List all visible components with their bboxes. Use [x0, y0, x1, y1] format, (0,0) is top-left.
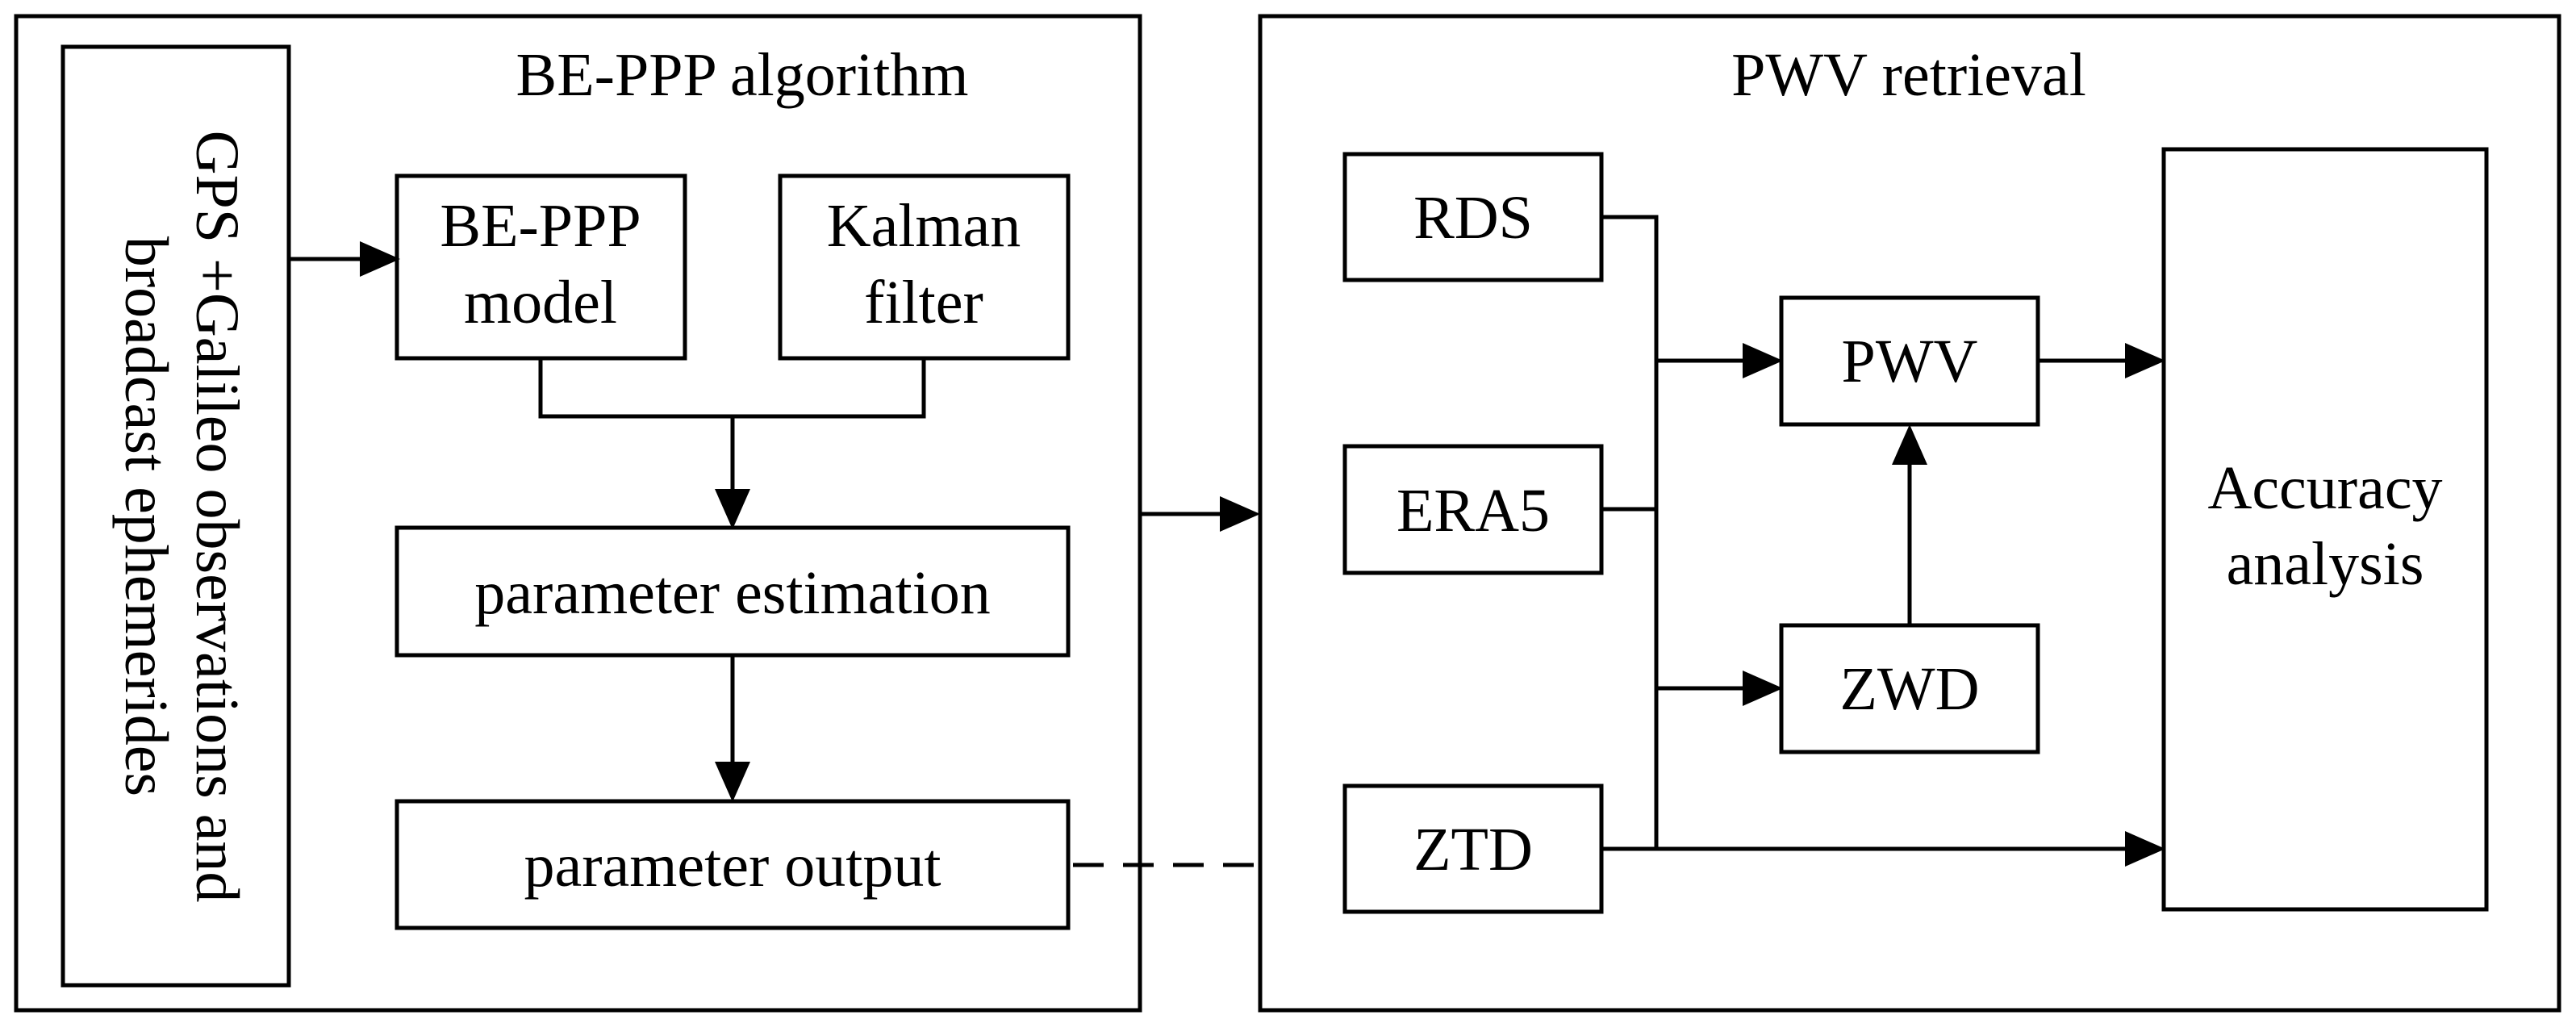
input-label-line2: broadcast ephemerides [112, 236, 180, 796]
panel-title-left: BE-PPP algorithm [516, 41, 969, 109]
era5-box: ERA5 [1342, 444, 1604, 575]
be-ppp-model-box: BE-PPP model [395, 173, 687, 361]
pwv-box: PWV [1779, 295, 2040, 427]
source-bus-line [1601, 215, 1659, 849]
pwv-label: PWV [1842, 328, 1978, 395]
accuracy-analysis-line2: analysis [2227, 530, 2424, 598]
arrowhead-input-to-model [360, 241, 400, 277]
kalman-filter-box: Kalman filter [778, 173, 1071, 361]
ztd-label: ZTD [1413, 816, 1533, 884]
input-label-line1: GPS +Galileo observations and [183, 131, 251, 903]
zwd-label: ZWD [1839, 655, 1979, 723]
ztd-box: ZTD [1342, 783, 1604, 914]
panel-be-ppp-algorithm: BE-PPP algorithm GPS +Galileo observatio… [14, 14, 1142, 1013]
arrowhead-bus-to-zwd [1743, 671, 1783, 706]
parameter-output-frame [395, 799, 1071, 930]
kalman-filter-line2: filter [864, 269, 983, 336]
be-ppp-model-line1: BE-PPP [440, 192, 641, 260]
be-ppp-model-frame [395, 173, 687, 361]
zwd-box: ZWD [1779, 623, 2040, 754]
rds-frame [1342, 152, 1604, 282]
parameter-estimation-label: parameter estimation [474, 559, 990, 627]
input-observations-box: GPS +Galileo observations and broadcast … [61, 44, 291, 988]
panel-title-right: PWV retrieval [1731, 41, 2086, 109]
arrowhead-estimation-to-output [715, 762, 750, 802]
arrowhead-pwv-to-accuracy [2125, 343, 2165, 378]
accuracy-analysis-frame [2161, 147, 2489, 912]
kalman-filter-frame [778, 173, 1071, 361]
ztd-frame [1342, 783, 1604, 914]
accuracy-analysis-box: Accuracy analysis [2161, 147, 2489, 912]
arrowhead-panel-to-panel [1220, 496, 1260, 532]
panel-pwv-retrieval: PWV retrieval RDS ERA5 ZTD PWV ZWD [1258, 14, 2561, 1013]
accuracy-analysis-line1: Accuracy [2207, 454, 2442, 522]
arrowhead-ztd-to-accuracy [2125, 831, 2165, 867]
arrowhead-join-to-estimation [715, 489, 750, 529]
rds-box: RDS [1342, 152, 1604, 282]
arrowhead-zwd-to-pwv [1892, 424, 1927, 465]
arrowhead-bus-to-pwv [1743, 343, 1783, 378]
parameter-estimation-box: parameter estimation [395, 525, 1071, 658]
rds-label: RDS [1413, 184, 1533, 252]
parameter-output-label: parameter output [524, 832, 941, 900]
input-box-frame [61, 44, 291, 988]
kalman-filter-line1: Kalman [827, 192, 1021, 260]
be-ppp-model-line2: model [464, 269, 617, 336]
parameter-output-box: parameter output [395, 799, 1071, 930]
era5-label: ERA5 [1397, 477, 1550, 545]
